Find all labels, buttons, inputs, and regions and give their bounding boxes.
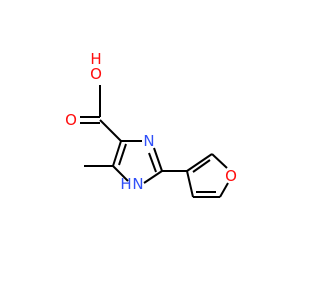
bond-n3-c2-b bbox=[148, 152, 157, 173]
bond-cooh-ring bbox=[99, 119, 122, 142]
atom-label-n-ring: N bbox=[143, 132, 154, 150]
atom-label-o-hydroxyl: O bbox=[90, 65, 102, 83]
structure-diagram: O H O N N H O bbox=[65, 50, 237, 198]
molecule-canvas: O H O N N H O bbox=[65, 50, 237, 198]
bond-c5-c4-a bbox=[112, 140, 122, 167]
atom-labels: O H O N N H O bbox=[65, 50, 237, 193]
atom-label-n-nh: N bbox=[132, 175, 143, 193]
bond-furan-c2-o bbox=[211, 153, 228, 169]
bond-c2-n1 bbox=[143, 170, 163, 184]
bond-furan-c3-c2-inner bbox=[192, 159, 211, 173]
atom-label-o-carbonyl: O bbox=[65, 111, 77, 129]
bond-furan-c4-c3 bbox=[186, 170, 194, 198]
bond-furan-o-c5 bbox=[219, 182, 229, 198]
bond-furan-c3-c2 bbox=[186, 153, 213, 172]
bond-c5-c4-b bbox=[118, 143, 127, 166]
bond-n3-c2-a bbox=[153, 147, 163, 172]
atom-label-h-hydroxyl: H bbox=[90, 50, 101, 68]
atom-label-h-nh: H bbox=[120, 175, 131, 193]
atom-label-o-furan: O bbox=[225, 167, 237, 185]
bond-n1-c5 bbox=[112, 165, 129, 182]
bonds bbox=[80, 85, 229, 198]
